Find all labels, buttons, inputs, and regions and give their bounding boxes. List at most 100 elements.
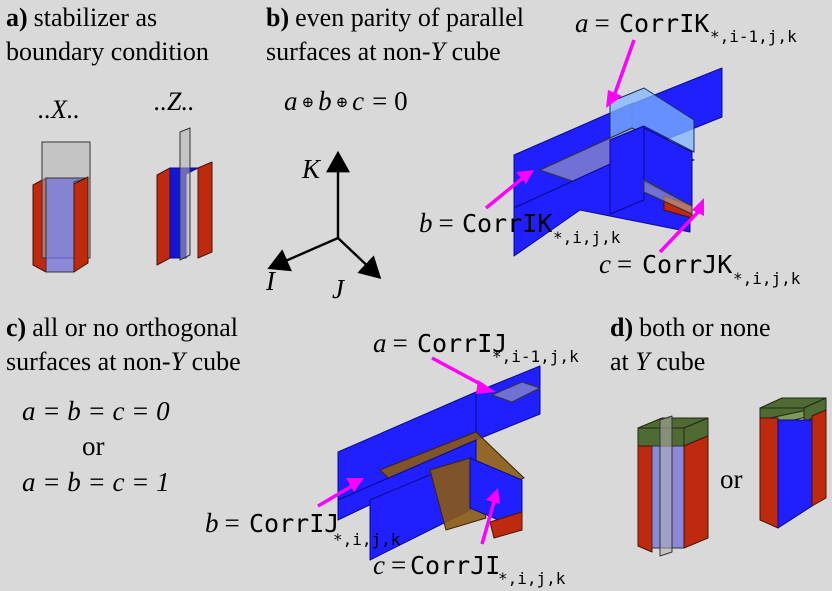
- y-cube-none-wall-right: [811, 409, 827, 507]
- panel-c-label-a-var-text: a: [373, 328, 387, 358]
- panel-b-equation-c-text: c: [352, 86, 364, 116]
- panel-d-title-line2-text: at: [610, 347, 635, 376]
- z-boundary-plane: [179, 127, 191, 261]
- panel-b-pointer-b-head: [516, 170, 534, 184]
- panel-b-equation-b-text: b: [318, 86, 332, 116]
- panel-b-label-c-var-text: c: [599, 249, 611, 279]
- label-text: d)both or none: [610, 313, 771, 342]
- j-axis-label: J: [332, 274, 346, 304]
- panel-c-eq1: a = b = c = 0: [22, 396, 170, 426]
- panel-c-or: or: [82, 431, 105, 461]
- x-stabilizer-shape: [32, 141, 91, 273]
- panel-a: a)stabilizer as boundary condition ..X..…: [6, 3, 213, 273]
- panel-c-label-a: a=: [373, 328, 408, 358]
- label-text: at Y cube: [610, 347, 705, 376]
- panel-c-pointer-a: [431, 356, 485, 388]
- panel-c-label-b-sub: *,i,j,k: [333, 530, 401, 549]
- panel-b-junction-shape: [513, 67, 723, 257]
- panel-c-title-line2-text: surfaces at non-: [6, 347, 171, 376]
- panel-b-pointer-c-head: [692, 198, 704, 216]
- panel-c-junction-shape: [337, 365, 541, 561]
- panel-b-pointer-b: [484, 175, 526, 210]
- panel-c-letter: c): [6, 313, 26, 342]
- panel-b-label-c-eq-text: =: [617, 249, 632, 279]
- y-cube-both-wall-right: [683, 435, 709, 549]
- panel-c-label-c-eq-text: =: [391, 550, 406, 580]
- panel-a-title-line2: boundary condition: [6, 37, 209, 66]
- panel-b-title-line1: even parity of parallel: [295, 3, 524, 32]
- panel-b-equation-a-text: a: [284, 86, 298, 116]
- y-cube-none-wall-left: [759, 417, 779, 529]
- panel-d-title-line2-var: Y: [635, 347, 652, 376]
- panel-c-pointer-c-head: [486, 488, 500, 504]
- panel-c-label-c-var-text: c: [373, 550, 385, 580]
- panel-b-pointer-a-head: [606, 90, 622, 108]
- panel-c-title-line1: all or no orthogonal: [32, 313, 238, 342]
- panel-b-label-c: c=: [599, 249, 632, 279]
- panel-c-label-c: c=: [373, 550, 406, 580]
- panel-c-pointer-a-head: [476, 380, 496, 394]
- label-text: a)stabilizer as: [6, 3, 157, 32]
- z-stabilizer-shape: [156, 127, 213, 266]
- panel-b-title-line2-var: Y: [431, 37, 448, 66]
- i-axis: [267, 236, 339, 272]
- panel-b-label-a-sub: *,i-1,j,k: [710, 27, 797, 46]
- panel-c-red-cap-right: [489, 511, 523, 539]
- panel-b-label-b-var-text: b: [419, 208, 433, 238]
- panel-d-title-line2-end: cube: [650, 347, 706, 376]
- k-axis-label: K: [301, 154, 322, 184]
- panel-a-title-line1: stabilizer as: [34, 3, 157, 32]
- i-axis-label: I: [265, 266, 277, 296]
- y-cube-none: [759, 397, 827, 529]
- panel-c-back-wall-right: [475, 365, 541, 441]
- panel-b-title-line2-end: cube: [445, 37, 501, 66]
- panel-c-label-a-sub: *,i-1,j,k: [492, 347, 579, 366]
- panel-c-eq2: a = b = c = 1: [22, 467, 170, 497]
- label-text: b)even parity of parallel: [266, 3, 524, 32]
- panel-c-label-a-name: CorrIJ: [417, 329, 507, 358]
- panel-c-label-b-name: CorrIJ: [249, 509, 339, 538]
- panel-b: b)even parity of parallel surfaces at no…: [265, 3, 801, 304]
- j-axis: [337, 237, 382, 279]
- panel-c-label-c-name: CorrJI: [410, 551, 500, 580]
- panel-b-label-b: b=: [419, 208, 454, 238]
- z-wall-left: [156, 167, 171, 266]
- y-cube-both-wall-left: [637, 445, 653, 553]
- panel-b-label-a-var-text: a: [575, 8, 589, 38]
- panel-c: c)all or no orthogonal surfaces at non-Y…: [6, 313, 579, 588]
- z-wall-right: [197, 161, 213, 259]
- y-cube-both-plane: [659, 415, 673, 557]
- panel-c-label-b-var-text: b: [205, 508, 219, 538]
- panel-b-label-a: a=: [575, 8, 610, 38]
- panel-c-label-a-eq-text: =: [393, 328, 408, 358]
- panel-c-surface-a: [491, 381, 541, 403]
- panel-b-label-c-sub: *,i,j,k: [733, 269, 801, 288]
- panel-d: d)both or none at Y cube or: [610, 313, 827, 557]
- panel-b-pointer-a: [612, 39, 636, 97]
- panel-d-or: or: [720, 464, 743, 494]
- label-text: surfaces at non-Y cube: [6, 347, 241, 376]
- panel-b-equation: a⊕b⊕c= 0: [284, 86, 408, 116]
- panel-b-inner-wall: [609, 125, 645, 215]
- x-wall-right: [73, 176, 89, 273]
- panel-c-title-line2-var: Y: [171, 347, 188, 376]
- panel-b-label-b-eq-text: =: [439, 208, 454, 238]
- axis-triad: K I J: [265, 150, 382, 304]
- panel-b-label-c-name: CorrJK: [642, 250, 732, 279]
- panel-b-label-a-eq-text: =: [595, 8, 610, 38]
- panel-c-pointer-c: [480, 501, 496, 545]
- panel-b-label-b-sub: *,i,j,k: [553, 228, 621, 247]
- panel-b-surface-c: [643, 179, 693, 215]
- y-cube-none-surface: [777, 419, 813, 529]
- label-text: c)all or no orthogonal: [6, 313, 238, 342]
- panel-b-equation-op2-text: ⊕: [336, 95, 349, 111]
- panel-b-title-line2-text: surfaces at non-: [266, 37, 431, 66]
- panel-b-equation-rhs-text: = 0: [372, 86, 407, 116]
- panel-b-letter: b): [266, 3, 289, 32]
- panel-a-label-x: ..X..: [38, 95, 80, 124]
- y-cube-both: [637, 415, 709, 557]
- panel-b-label-a-name: CorrIK: [619, 9, 709, 38]
- panel-c-pointer-b-head: [346, 478, 364, 492]
- panel-c-label-b: b=: [205, 508, 240, 538]
